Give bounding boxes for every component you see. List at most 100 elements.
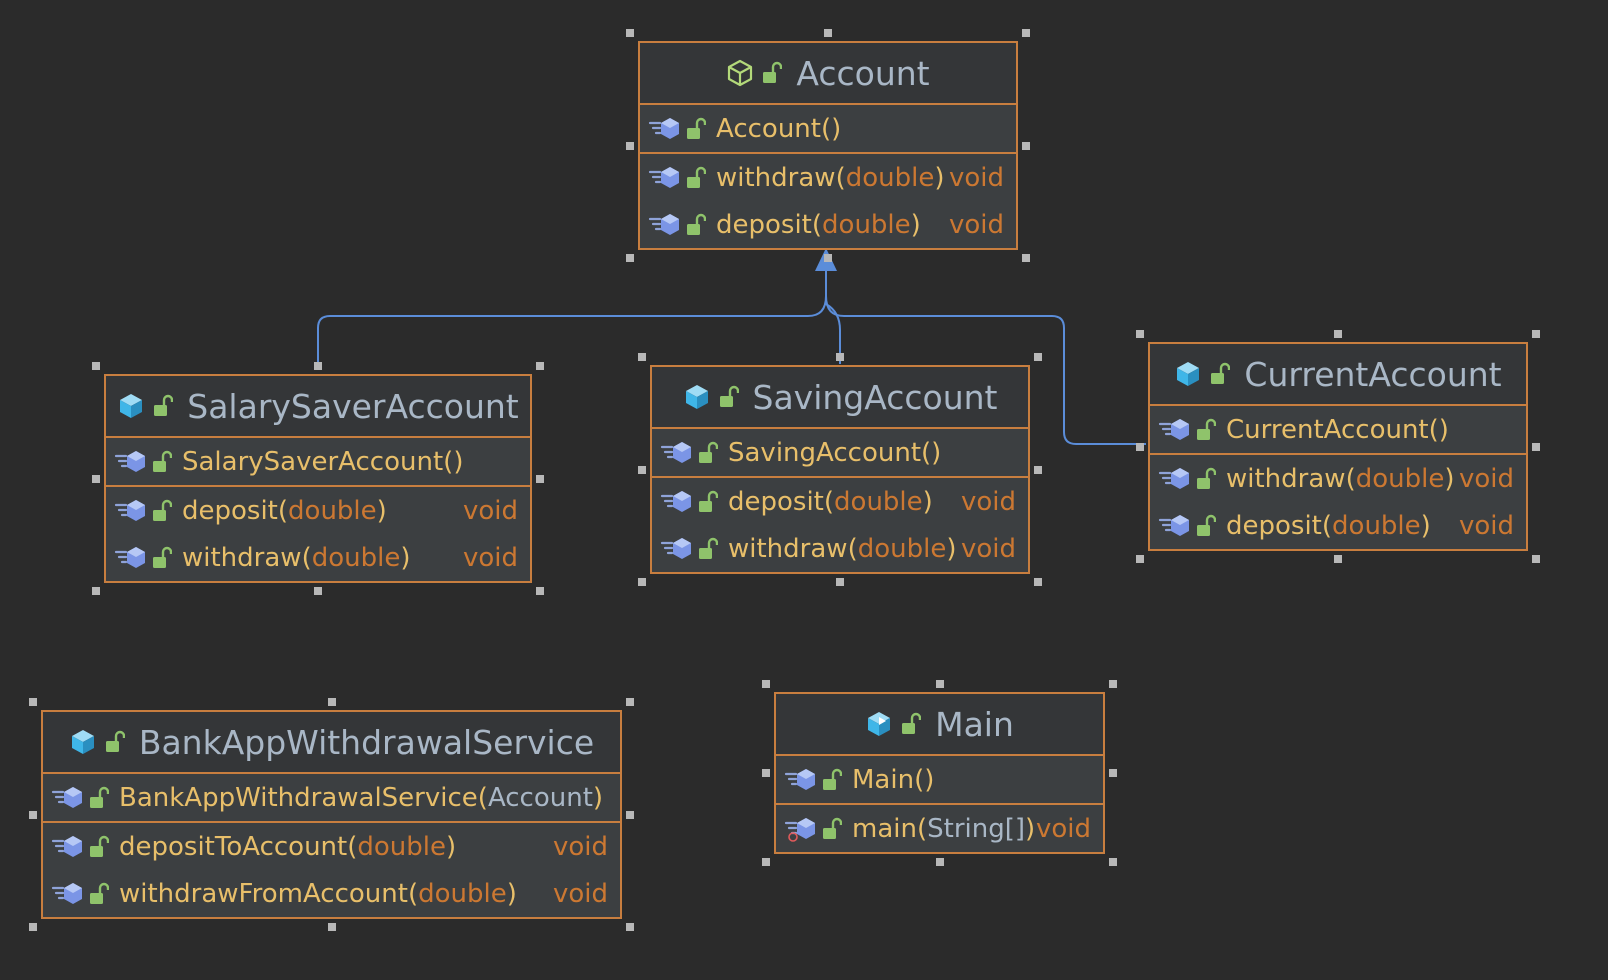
- parameter-type: double: [822, 209, 911, 240]
- resize-handle[interactable]: [824, 29, 832, 37]
- method-row-withdraw[interactable]: withdraw(double)void: [1150, 455, 1526, 502]
- resize-handle[interactable]: [762, 769, 770, 777]
- method-row-deposit[interactable]: deposit(double)void: [1150, 502, 1526, 549]
- method-row-deposit[interactable]: deposit(double)void: [652, 478, 1028, 525]
- resize-handle[interactable]: [824, 254, 832, 262]
- constructor-row-Main[interactable]: Main(): [776, 756, 1103, 803]
- public-lock-icon: [699, 537, 718, 559]
- resize-handle[interactable]: [1532, 442, 1540, 451]
- constructor-row-BankAppWithdrawalService[interactable]: BankAppWithdrawalService(Account): [43, 774, 620, 821]
- resize-handle[interactable]: [314, 362, 322, 370]
- member-name: Main: [852, 764, 915, 795]
- method-row-deposit[interactable]: deposit(double)void: [640, 201, 1016, 248]
- resize-handle[interactable]: [836, 353, 844, 361]
- constructor-section: SavingAccount(): [652, 429, 1028, 478]
- resize-handle[interactable]: [1022, 254, 1030, 262]
- resize-handle[interactable]: [1532, 555, 1540, 563]
- class-header[interactable]: CurrentAccount: [1150, 344, 1526, 406]
- constructor-row-SalarySaverAccount[interactable]: SalarySaverAccount(): [106, 438, 530, 485]
- resize-handle[interactable]: [1109, 769, 1117, 777]
- constructor-row-Account[interactable]: Account(): [640, 105, 1016, 152]
- class-header[interactable]: BankAppWithdrawalService: [43, 712, 620, 774]
- member-name: withdraw: [1226, 463, 1346, 494]
- class-header[interactable]: Main: [776, 694, 1103, 756]
- resize-handle[interactable]: [762, 858, 770, 866]
- resize-handle[interactable]: [314, 587, 322, 595]
- resize-handle[interactable]: [92, 587, 100, 595]
- resize-handle[interactable]: [29, 923, 37, 931]
- resize-handle[interactable]: [1532, 330, 1540, 338]
- resize-handle[interactable]: [762, 680, 770, 688]
- resize-handle[interactable]: [836, 578, 844, 586]
- parameter-type: double: [418, 878, 507, 909]
- resize-handle[interactable]: [29, 698, 37, 706]
- resize-handle[interactable]: [1034, 578, 1042, 586]
- resize-handle[interactable]: [1136, 442, 1144, 451]
- class-header[interactable]: SavingAccount: [652, 367, 1028, 429]
- resize-handle[interactable]: [626, 810, 634, 819]
- member-name: main: [852, 813, 917, 844]
- resize-handle[interactable]: [92, 474, 100, 483]
- open-paren: (: [916, 813, 928, 844]
- resize-handle[interactable]: [536, 587, 544, 595]
- resize-handle[interactable]: [536, 362, 544, 370]
- method-row-withdraw[interactable]: withdraw(double)void: [652, 525, 1028, 572]
- member-name: deposit: [716, 209, 812, 240]
- close-paren: ): [400, 542, 411, 573]
- return-type: void: [462, 495, 518, 526]
- constructor-section: Account(): [640, 105, 1016, 154]
- resize-handle[interactable]: [1034, 353, 1042, 361]
- resize-handle[interactable]: [638, 578, 646, 586]
- resize-handle[interactable]: [29, 810, 37, 819]
- close-paren: ): [1444, 463, 1455, 494]
- method-row-withdraw[interactable]: withdraw(double)void: [640, 154, 1016, 201]
- class-header[interactable]: SalarySaverAccount: [106, 376, 530, 438]
- resize-handle[interactable]: [626, 141, 634, 150]
- method-row-deposit[interactable]: deposit(double)void: [106, 487, 530, 534]
- resize-handle[interactable]: [1334, 555, 1342, 563]
- resize-handle[interactable]: [1136, 555, 1144, 563]
- method-row-withdrawFromAccount[interactable]: withdrawFromAccount(double)void: [43, 870, 620, 917]
- resize-handle[interactable]: [1109, 680, 1117, 688]
- class-header[interactable]: Account: [640, 43, 1016, 105]
- public-lock-icon: [823, 768, 842, 790]
- resize-handle[interactable]: [327, 923, 336, 931]
- resize-handle[interactable]: [536, 474, 544, 483]
- method-icon: [1158, 467, 1189, 489]
- resize-handle[interactable]: [1034, 465, 1042, 474]
- close-paren: ): [506, 878, 517, 909]
- method-icon: [648, 166, 679, 188]
- close-paren: ): [924, 764, 935, 795]
- resize-handle[interactable]: [626, 254, 634, 262]
- resize-handle[interactable]: [638, 353, 646, 361]
- resize-handle[interactable]: [1022, 141, 1030, 150]
- resize-handle[interactable]: [92, 362, 100, 370]
- method-row-withdraw[interactable]: withdraw(double)void: [106, 534, 530, 581]
- open-paren: (: [1321, 510, 1333, 541]
- parameter-type: double: [311, 542, 401, 573]
- resize-handle[interactable]: [626, 29, 634, 37]
- resize-handle[interactable]: [1022, 29, 1030, 37]
- resize-handle[interactable]: [626, 923, 634, 931]
- method-row-main[interactable]: main(String[])void: [776, 805, 1103, 852]
- resize-handle[interactable]: [1334, 330, 1342, 338]
- resize-handle[interactable]: [626, 698, 634, 706]
- resize-handle[interactable]: [1136, 330, 1144, 338]
- resize-handle[interactable]: [935, 858, 944, 866]
- resize-handle[interactable]: [935, 680, 944, 688]
- resize-handle[interactable]: [1109, 858, 1117, 866]
- constructor-row-CurrentAccount[interactable]: CurrentAccount(): [1150, 406, 1526, 453]
- resize-handle[interactable]: [638, 465, 646, 474]
- method-row-depositToAccount[interactable]: depositToAccount(double)void: [43, 823, 620, 870]
- open-paren: (: [301, 542, 312, 573]
- constructor-row-SavingAccount[interactable]: SavingAccount(): [652, 429, 1028, 476]
- resize-handle[interactable]: [327, 698, 336, 706]
- static-method-icon: [784, 817, 815, 842]
